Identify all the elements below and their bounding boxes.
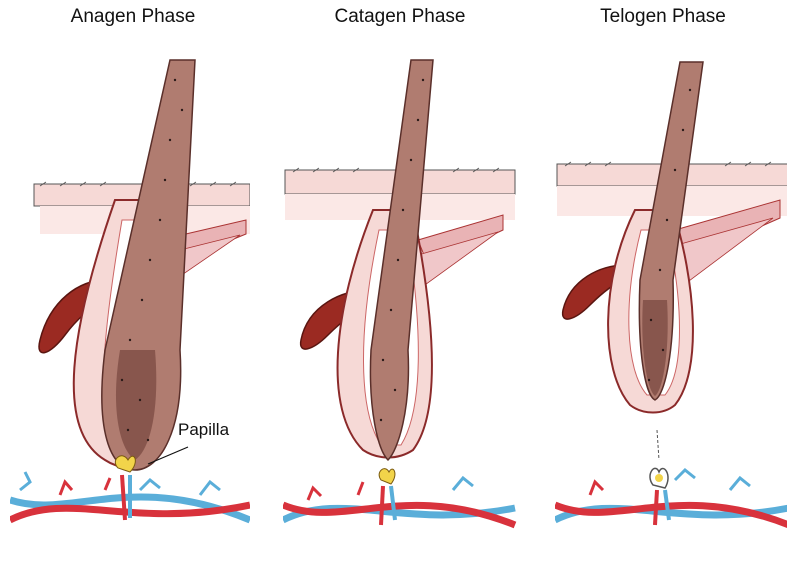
anagen-illustration: [10, 50, 250, 560]
telogen-title: Telogen Phase: [548, 6, 778, 28]
papilla-label: Papilla: [178, 420, 229, 440]
telogen-illustration: [555, 50, 787, 560]
anagen-title: Anagen Phase: [18, 6, 248, 28]
catagen-title: Catagen Phase: [285, 6, 515, 28]
catagen-illustration: [283, 50, 523, 560]
